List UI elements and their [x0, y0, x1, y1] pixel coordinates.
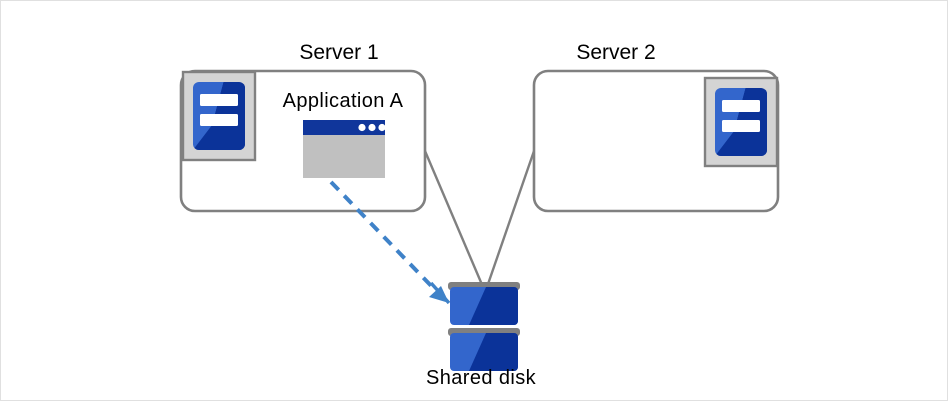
dashed-arrow-app-to-disk — [329, 180, 451, 305]
application-a-label: Application A — [282, 90, 404, 112]
server2-title: Server 2 — [576, 41, 656, 64]
shared-disk-icon — [448, 282, 520, 371]
application-window-icon — [303, 120, 386, 178]
server2-icon — [703, 76, 779, 168]
shared-disk-label: Shared disk — [425, 367, 536, 389]
server1-title: Server 1 — [299, 41, 379, 64]
connector-server2-disk — [485, 150, 536, 288]
connector-server1-disk — [423, 150, 485, 288]
server1-icon — [181, 70, 257, 162]
